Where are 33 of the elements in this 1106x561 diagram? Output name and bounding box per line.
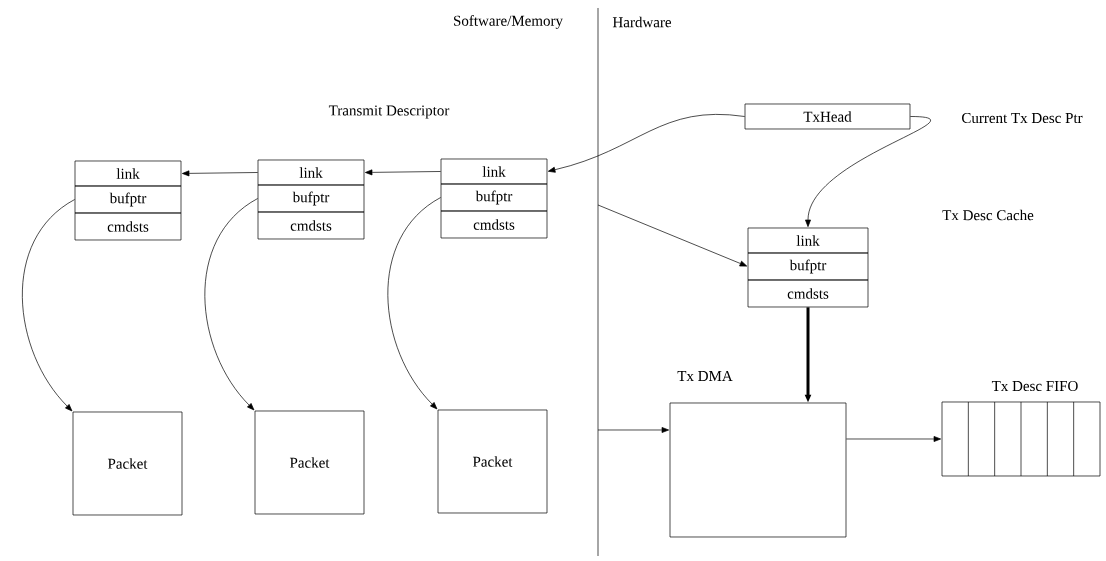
packet-box: Packet xyxy=(437,409,548,514)
descriptor-field: link xyxy=(440,158,548,185)
descriptor-field: link xyxy=(747,227,869,254)
arrow xyxy=(846,436,941,442)
descriptor-field: cmdsts xyxy=(440,210,548,239)
packet-box: Packet xyxy=(254,410,365,515)
arrow xyxy=(597,427,669,433)
descriptor-field: cmdsts xyxy=(74,212,182,241)
descriptor-field: link xyxy=(74,160,182,187)
arrow xyxy=(387,197,441,410)
arrow xyxy=(548,114,745,173)
heading-label: Current Tx Desc Ptr xyxy=(962,112,1083,124)
arrow xyxy=(204,198,258,411)
pointer-register: TxHead xyxy=(744,103,911,130)
heading-label: Transmit Descriptor xyxy=(328,105,450,119)
descriptor-field: link xyxy=(257,159,365,186)
descriptor-field: cmdsts xyxy=(257,211,365,240)
heading-label: Software/Memory xyxy=(454,15,563,29)
descriptor-field: bufptr xyxy=(74,185,182,214)
arrow xyxy=(805,116,931,227)
packet-box: Packet xyxy=(72,411,183,516)
heading-label: Hardware xyxy=(612,16,672,28)
descriptor-field: bufptr xyxy=(257,184,365,213)
arrow xyxy=(597,204,748,267)
descriptor-field: bufptr xyxy=(440,183,548,212)
arrow xyxy=(22,199,75,412)
box-heading: Tx DMA xyxy=(677,371,733,381)
descriptor-field: bufptr xyxy=(747,252,869,281)
arrow xyxy=(365,169,441,176)
arrow xyxy=(182,170,258,177)
heading-label: Tx Desc Cache xyxy=(942,209,1034,221)
box-heading: Tx Desc FIFO xyxy=(991,380,1078,392)
descriptor-field: cmdsts xyxy=(747,279,869,308)
